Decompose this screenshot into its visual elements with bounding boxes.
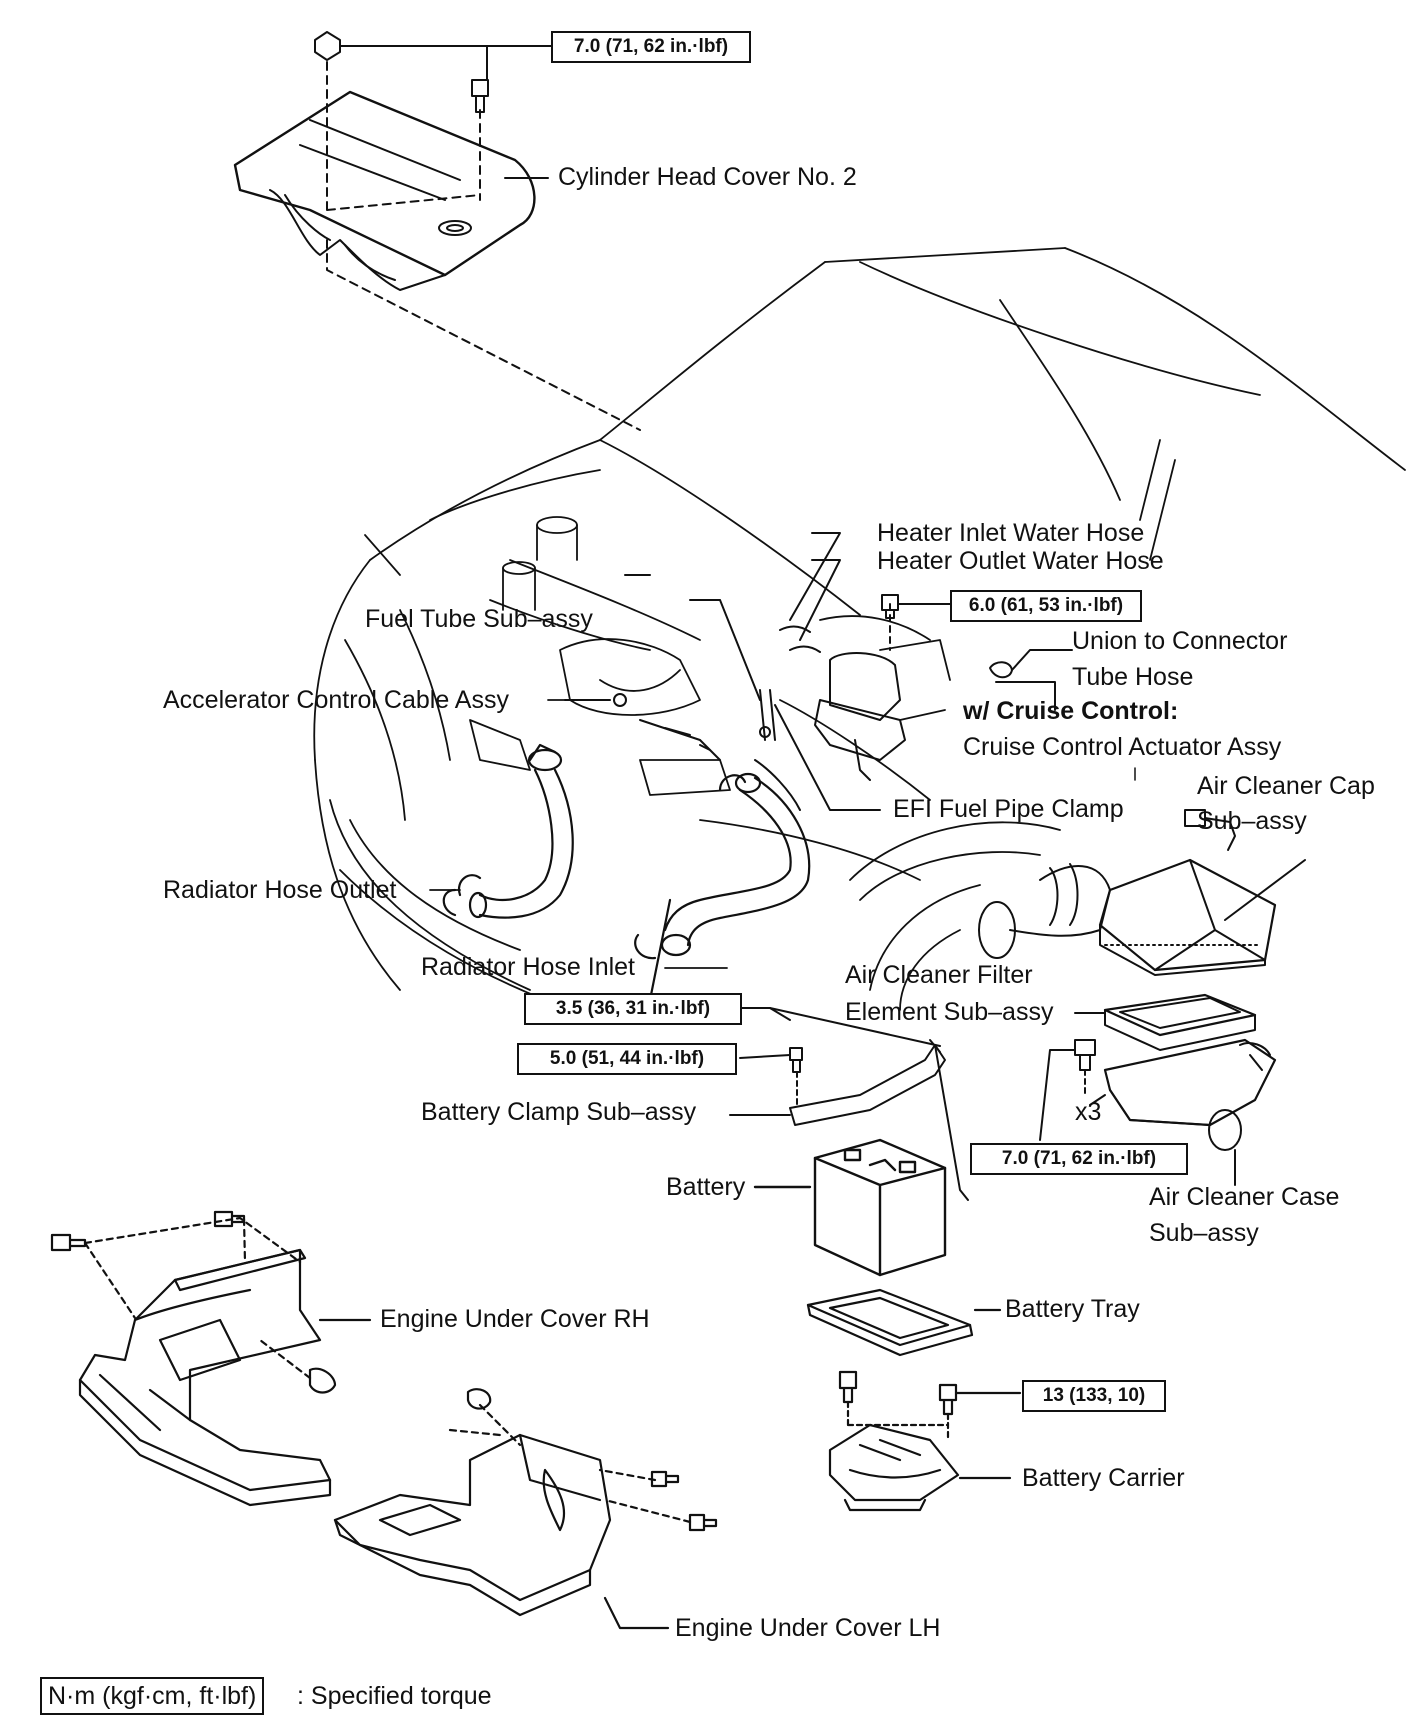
torque-clamp-lower: 5.0 (51, 44 in.·lbf) bbox=[517, 1043, 737, 1075]
torque-air-case: 7.0 (71, 62 in.·lbf) bbox=[970, 1143, 1188, 1175]
label-rad-outlet: Radiator Hose Outlet bbox=[163, 876, 397, 904]
label-cruise-actuator: Cruise Control Actuator Assy bbox=[963, 733, 1282, 761]
label-case-line2: Sub–assy bbox=[1149, 1219, 1259, 1247]
battery-drawing bbox=[753, 1138, 947, 1277]
battery-carrier-drawing bbox=[828, 1370, 1022, 1512]
torque-actuator: 6.0 (61, 53 in.·lbf) bbox=[950, 590, 1142, 622]
label-cruise-heading: w/ Cruise Control: bbox=[963, 697, 1179, 725]
label-rad-inlet: Radiator Hose Inlet bbox=[421, 953, 636, 981]
legend-torque-box: N·m (kgf·cm, ft·lbf) bbox=[40, 1677, 265, 1715]
torque-clamp-upper: 3.5 (36, 31 in.·lbf) bbox=[524, 993, 742, 1025]
label-union-line1: Union to Connector bbox=[1072, 627, 1288, 655]
air-cleaner-drawing bbox=[978, 809, 1306, 1186]
engine-under-cover-rh-drawing bbox=[50, 1210, 372, 1507]
label-filter-line2: Element Sub–assy bbox=[845, 998, 1054, 1026]
label-x3: x3 bbox=[1075, 1098, 1102, 1126]
label-case-line1: Air Cleaner Case bbox=[1149, 1183, 1340, 1211]
accelerator-cable-drawing bbox=[564, 693, 881, 811]
cylinder-head-cover-drawing bbox=[233, 31, 641, 431]
car-body-outline bbox=[313, 247, 1406, 1021]
label-under-rh: Engine Under Cover RH bbox=[380, 1305, 650, 1333]
torque-carrier: 13 (133, 10) bbox=[1022, 1380, 1166, 1412]
label-fuel-tube: Fuel Tube Sub–assy bbox=[365, 605, 593, 633]
label-heater-outlet: Heater Outlet Water Hose bbox=[877, 547, 1164, 575]
engine-under-cover-lh-drawing bbox=[333, 1388, 718, 1630]
heater-hose-area bbox=[624, 532, 841, 741]
label-battery-tray: Battery Tray bbox=[1005, 1295, 1140, 1323]
label-battery: Battery bbox=[666, 1173, 746, 1201]
label-union-line2: Tube Hose bbox=[1072, 663, 1194, 691]
label-air-cap-line1: Air Cleaner Cap bbox=[1197, 772, 1375, 800]
label-air-cap-line2: Sub–assy bbox=[1197, 807, 1307, 835]
label-accel-cable: Accelerator Control Cable Assy bbox=[163, 686, 509, 714]
label-battery-carrier: Battery Carrier bbox=[1022, 1464, 1185, 1492]
battery-tray-drawing bbox=[806, 1288, 1002, 1357]
label-under-lh: Engine Under Cover LH bbox=[675, 1614, 941, 1642]
label-battery-clamp: Battery Clamp Sub–assy bbox=[421, 1098, 697, 1126]
label-efi-clamp: EFI Fuel Pipe Clamp bbox=[893, 795, 1124, 823]
leader-lines bbox=[364, 534, 946, 969]
label-cylinder-head-cover: Cylinder Head Cover No. 2 bbox=[558, 163, 857, 191]
label-filter-line1: Air Cleaner Filter bbox=[845, 961, 1033, 989]
label-heater-inlet: Heater Inlet Water Hose bbox=[877, 519, 1145, 547]
radiator-hoses-drawing bbox=[442, 743, 811, 1002]
torque-head-cover: 7.0 (71, 62 in.·lbf) bbox=[551, 31, 751, 63]
legend-torque-text: : Specified torque bbox=[297, 1682, 492, 1710]
battery-clamp-drawing bbox=[729, 1007, 969, 1201]
